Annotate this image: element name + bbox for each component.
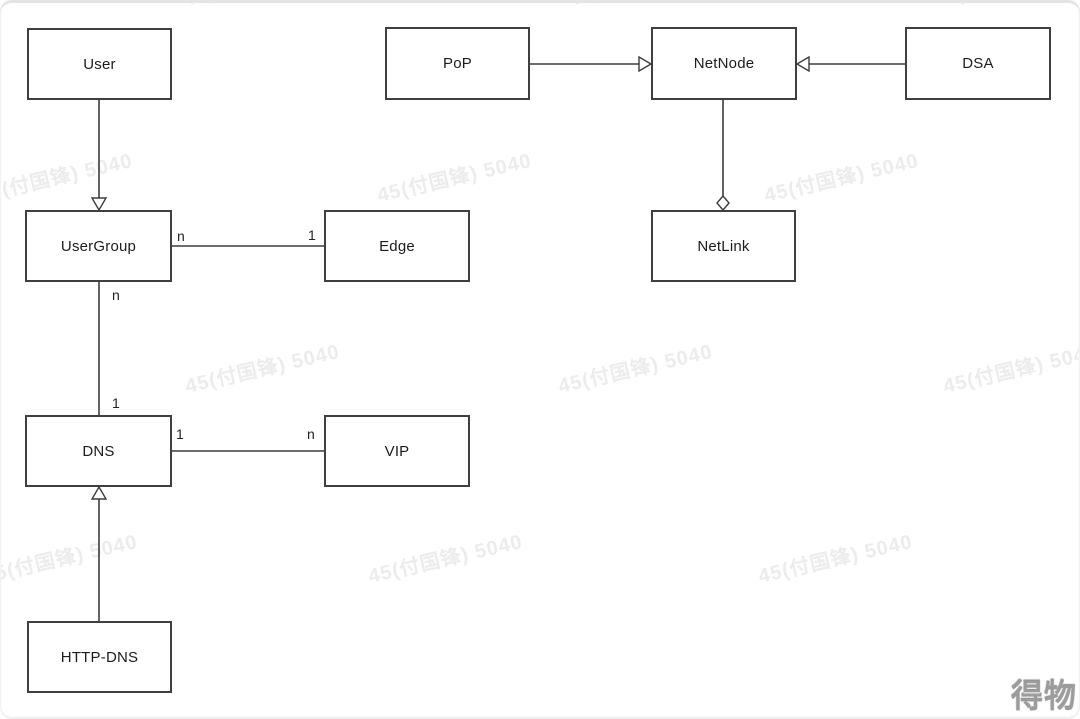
node-user: User [27,28,172,100]
multiplicity-label: 1 [308,227,316,243]
node-httpdns: HTTP-DNS [27,621,172,693]
node-label: User [83,55,116,73]
node-label: NetNode [693,55,755,72]
node-usergroup: UserGroup [25,210,172,282]
node-label: VIP [384,442,410,460]
aggregation-diamond-icon [716,194,730,212]
multiplicity-label: 1 [176,426,184,442]
multiplicity-label: n [177,228,185,244]
node-label: NetLink [697,237,750,255]
multiplicity-label: n [112,287,120,303]
node-dsa: DSA [905,27,1051,100]
arrowhead-icon [90,197,108,212]
node-label: HTTP-DNS [60,648,139,666]
multiplicity-label: n [307,426,315,442]
node-label: DSA [962,55,994,72]
node-label: PoP [443,55,472,72]
node-netlink: NetLink [651,210,796,282]
arrowhead-icon [795,55,810,73]
brand-logo: 得物 [1010,678,1077,714]
node-pop: PoP [385,27,530,100]
arrowhead-icon [90,485,108,500]
node-edge: Edge [324,210,470,282]
multiplicity-label: 1 [112,395,120,411]
arrowhead-icon [638,55,653,73]
node-label: UserGroup [60,237,137,255]
node-netnode: NetNode [651,27,797,100]
node-dns: DNS [25,415,172,487]
node-vip: VIP [324,415,470,487]
node-label: Edge [379,237,415,255]
node-label: DNS [82,442,115,460]
